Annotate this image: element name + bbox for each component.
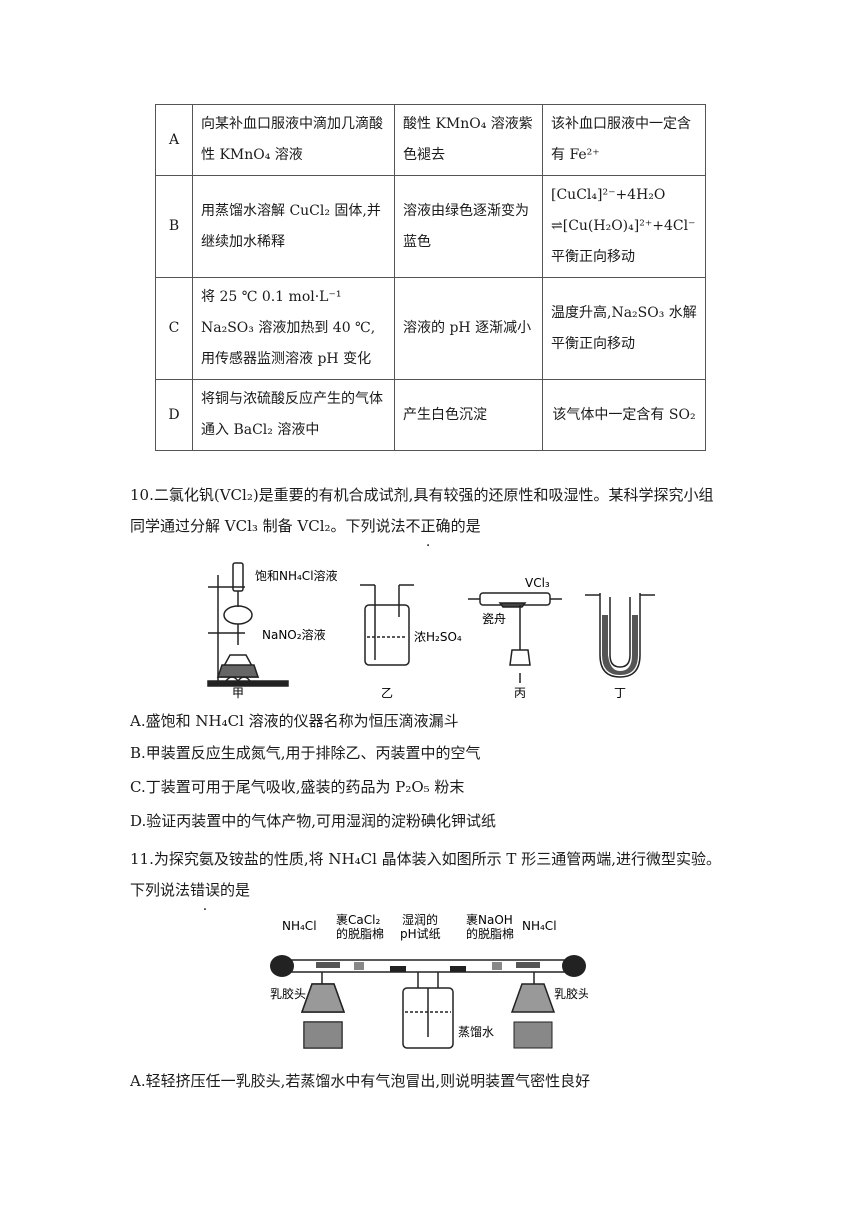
label-ph-line1: 湿润的 [402, 912, 438, 927]
label-nano2: NaNO₂溶液 [262, 627, 326, 642]
row-key: A [155, 104, 193, 176]
table-row: A 向某补血口服液中滴加几滴酸性 KMnO₄ 溶液 酸性 KMnO₄ 溶液紫色褪… [155, 104, 706, 176]
row-phenomenon: 溶液的 pH 逐渐减小 [394, 277, 543, 380]
q10-option-d: D.验证丙装置中的气体产物,可用湿润的淀粉碘化钾试纸 [130, 812, 497, 830]
label-bulb-right: 乳胶头 [554, 986, 588, 1001]
q10-stem-text: 同学通过分解 VCl₃ 制备 VCl₂。下列说法 [130, 517, 406, 535]
row-operation: 用蒸馏水溶解 CuCl₂ 固体,并继续加水稀释 [192, 175, 395, 278]
row-conclusion: 温度升高,Na₂SO₃ 水解平衡正向移动 [542, 277, 706, 380]
label-naoh-line2: 的脱脂棉 [466, 926, 514, 941]
label-ph-line2: pH试纸 [400, 926, 441, 941]
q11-emphasis: 错误 [190, 881, 220, 899]
q10-option-c: C.丁装置可用于尾气吸收,盛装的药品为 P₂O₅ 粉末 [130, 778, 465, 796]
q11-stem-end: 的是 [220, 881, 251, 899]
q11-stem-text: 下列说法 [130, 881, 191, 899]
label-porcelain-boat: 瓷舟 [482, 612, 506, 626]
label-nh4cl-funnel: 饱和NH₄Cl溶液 [255, 568, 338, 583]
row-key: D [155, 379, 193, 451]
row-operation: 将铜与浓硫酸反应产生的气体通入 BaCl₂ 溶液中 [192, 379, 395, 451]
label-cacl2-line1: 裹CaCl₂ [336, 912, 380, 927]
q11-apparatus-figure: NH₄Cl 裹CaCl₂ 的脱脂棉 湿润的 pH试纸 裹NaOH 的脱脂棉 NH… [270, 912, 588, 1049]
label-distilled-water: 蒸馏水 [458, 1025, 494, 1039]
q10-emphasis: 不正确 [406, 517, 451, 535]
row-conclusion: 该气体中一定含有 SO₂ [542, 379, 706, 451]
row-conclusion: 该补血口服液中一定含有 Fe²⁺ [542, 104, 706, 176]
label-bulb-left: 乳胶头 [270, 986, 306, 1001]
table-row: B 用蒸馏水溶解 CuCl₂ 固体,并继续加水稀释 溶液由绿色逐渐变为蓝色 [C… [155, 175, 706, 278]
label-naoh-line1: 裹NaOH [466, 912, 513, 927]
label-vcl3: VCl₃ [525, 576, 550, 590]
q10-stem-line2: 同学通过分解 VCl₃ 制备 VCl₂。下列说法不正确的是 [130, 511, 730, 542]
row-phenomenon: 产生白色沉淀 [394, 379, 543, 451]
label-conc-h2so4: 浓H₂SO₄ [414, 630, 462, 644]
q11-stem-line2: 下列说法错误的是 [130, 875, 730, 906]
caption-yi: 乙 [381, 686, 393, 700]
q10-option-a: A.盛饱和 NH₄Cl 溶液的仪器名称为恒压滴液漏斗 [130, 712, 459, 730]
q10-stem-end: 的是 [450, 517, 481, 535]
label-nh4cl-left: NH₄Cl [282, 919, 317, 933]
row-conclusion: [CuCl₄]²⁻+4H₂O ⇌[Cu(H₂O)₄]²⁺+4Cl⁻平衡正向移动 [542, 175, 706, 278]
row-operation: 将 25 ℃ 0.1 mol·L⁻¹ Na₂SO₃ 溶液加热到 40 ℃,用传感… [192, 277, 395, 380]
row-key: B [155, 175, 193, 278]
row-operation: 向某补血口服液中滴加几滴酸性 KMnO₄ 溶液 [192, 104, 395, 176]
row-phenomenon: 酸性 KMnO₄ 溶液紫色褪去 [394, 104, 543, 176]
q10-apparatus-figure: 饱和NH₄Cl溶液 NaNO₂溶液 甲 浓H₂SO₄ 乙 VCl₃ 瓷舟 丙 丁 [207, 562, 655, 700]
table-row: D 将铜与浓硫酸反应产生的气体通入 BaCl₂ 溶液中 产生白色沉淀 该气体中一… [155, 379, 706, 451]
q10-stem-line1: 10.二氯化钒(VCl₂)是重要的有机合成试剂,具有较强的还原性和吸湿性。某科学… [130, 486, 714, 504]
row-key: C [155, 277, 193, 380]
label-cacl2-line2: 的脱脂棉 [336, 926, 384, 941]
q11-option-a: A.轻轻挤压任一乳胶头,若蒸馏水中有气泡冒出,则说明装置气密性良好 [130, 1072, 591, 1090]
caption-jia: 甲 [232, 686, 244, 700]
row-phenomenon: 溶液由绿色逐渐变为蓝色 [394, 175, 543, 278]
label-nh4cl-right: NH₄Cl [522, 919, 557, 933]
q11-stem-line1: 11.为探究氨及铵盐的性质,将 NH₄Cl 晶体装入如图所示 T 形三通管两端,… [130, 850, 721, 868]
caption-bing: 丙 [514, 686, 526, 700]
table-row: C 将 25 ℃ 0.1 mol·L⁻¹ Na₂SO₃ 溶液加热到 40 ℃,用… [155, 277, 706, 380]
caption-ding: 丁 [614, 686, 626, 700]
q10-option-b: B.甲装置反应生成氮气,用于排除乙、丙装置中的空气 [130, 744, 481, 762]
options-table: A 向某补血口服液中滴加几滴酸性 KMnO₄ 溶液 酸性 KMnO₄ 溶液紫色褪… [155, 104, 706, 451]
